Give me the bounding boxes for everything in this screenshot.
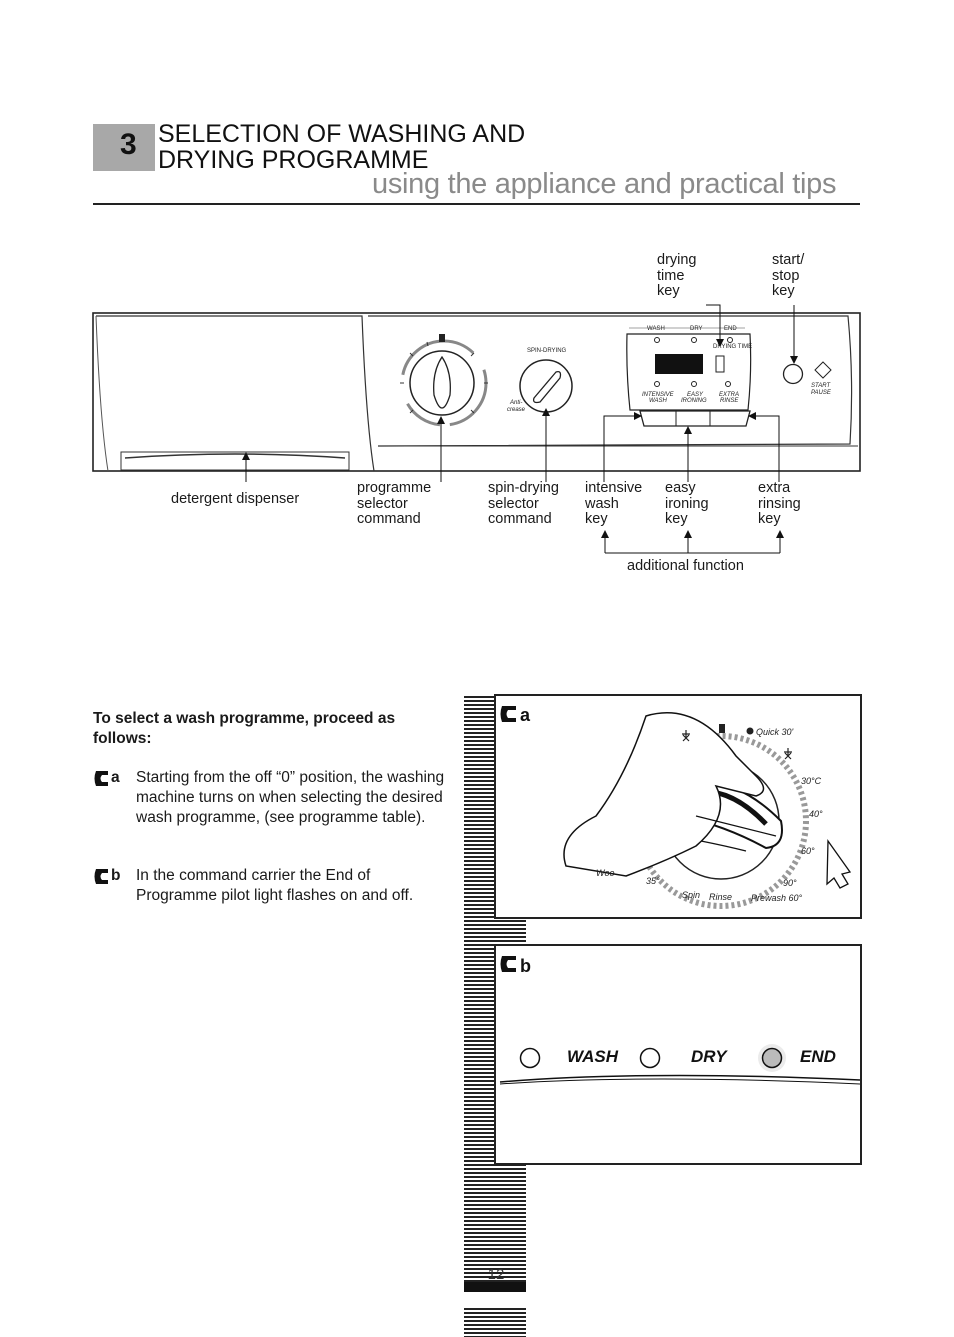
flag-icon [94, 869, 108, 884]
figure-b: b WASH DRY END [494, 944, 862, 1165]
crease-mini-label: crease [507, 407, 526, 413]
section-number: 3 [120, 128, 137, 161]
extra-mini-label: EXTRA [719, 392, 739, 398]
step-b: b In the command carrier the End of Prog… [93, 866, 443, 908]
flag-icon [94, 771, 108, 786]
flag-icon [500, 706, 516, 722]
section-title-line1: SELECTION OF WASHING AND [158, 120, 526, 148]
figure-b-illustration: b [499, 956, 860, 1085]
wash-indicator-label: WASH [567, 1047, 618, 1066]
flag-icon [500, 956, 516, 972]
figure-a: a Quick 30' 30°C 40° 60° 90° Prewash 60°… [494, 694, 862, 919]
section-title: SELECTION OF WASHING AND DRYING PROGRAMM… [158, 121, 525, 173]
intensive-mini-label: INTENSIVE [642, 392, 675, 398]
pause-mini-label: PAUSE [811, 390, 832, 396]
prewash-dial-label: Prewash 60° [751, 893, 803, 903]
spin-dial-label: Spin [682, 890, 700, 900]
spin-drying-mini-label: SPIN-DRYING [527, 348, 567, 354]
t40-dial-label: 40° [809, 809, 823, 819]
wash-pilot-light [519, 1047, 541, 1069]
header-rule [93, 203, 860, 205]
programme-selector-label: programme selector command [357, 480, 432, 527]
wash2-mini-label: WASH [649, 398, 668, 404]
detergent-dispenser-label: detergent dispenser [171, 491, 300, 507]
figure-b-label: b [520, 956, 531, 976]
start-mini-label: START [811, 383, 831, 389]
figure-a-label: a [520, 705, 531, 725]
intensive-wash-key-label: intensive wash key [585, 480, 643, 527]
step-b-text: In the command carrier the End of Progra… [136, 867, 414, 904]
t90-dial-label: 90° [783, 878, 797, 888]
page-subtitle: using the appliance and practical tips [372, 168, 837, 200]
step-a-text: Starting from the off “0” position, the … [136, 769, 445, 826]
rinse-mini-label: RINSE [720, 398, 739, 404]
anti-mini-label: Anti- [509, 400, 522, 406]
drying-time-mini-label: DRYING TIME [713, 344, 752, 350]
start-stop-key-label: start/ stop key [772, 252, 805, 299]
quick-dial-label: Quick 30' [756, 727, 794, 737]
wash-mini-label: WASH [647, 326, 665, 332]
t35-dial-label: 35° [646, 876, 660, 886]
t60-dial-label: 60° [801, 846, 815, 856]
easy-ironing-key-label: easy ironing key [665, 480, 709, 527]
wool-dial-label: Woo [596, 868, 615, 878]
section-tab [93, 124, 155, 171]
ironing-mini-label: IRONING [681, 398, 707, 404]
drying-time-key-label: drying time key [657, 252, 697, 299]
t30-dial-label: 30°C [801, 776, 822, 786]
step-a-letter: a [111, 769, 120, 786]
additional-function-label: additional function [627, 558, 744, 574]
section-title-line2: DRYING PROGRAMME [158, 146, 429, 174]
dry-pilot-light [639, 1047, 661, 1069]
instructions-intro: To select a wash programme, proceed as f… [93, 710, 396, 747]
step-a: a Starting from the off “0” position, th… [93, 768, 445, 848]
spin-drying-selector-label: spin-drying selector command [488, 480, 559, 527]
control-panel-diagram: SPIN-DRYING Anti- crease WASH DRY END DR… [92, 304, 861, 554]
rinse-dial-label: Rinse [709, 892, 732, 902]
figure-a-illustration: a Quick 30' 30°C 40° 60° 90° Prewash 60°… [500, 705, 852, 909]
dry-mini-label: DRY [690, 326, 703, 332]
end-mini-label: END [724, 326, 737, 332]
page-number: 12 [487, 1266, 505, 1283]
end-pilot-light [761, 1047, 783, 1069]
dry-indicator-label: DRY [691, 1047, 727, 1066]
end-indicator-label: END [800, 1047, 836, 1066]
pointer-arrow-icon [826, 839, 852, 889]
step-b-letter: b [111, 867, 121, 884]
easy-mini-label: EASY [687, 392, 704, 398]
extra-rinsing-key-label: extra rinsing key [758, 480, 801, 527]
